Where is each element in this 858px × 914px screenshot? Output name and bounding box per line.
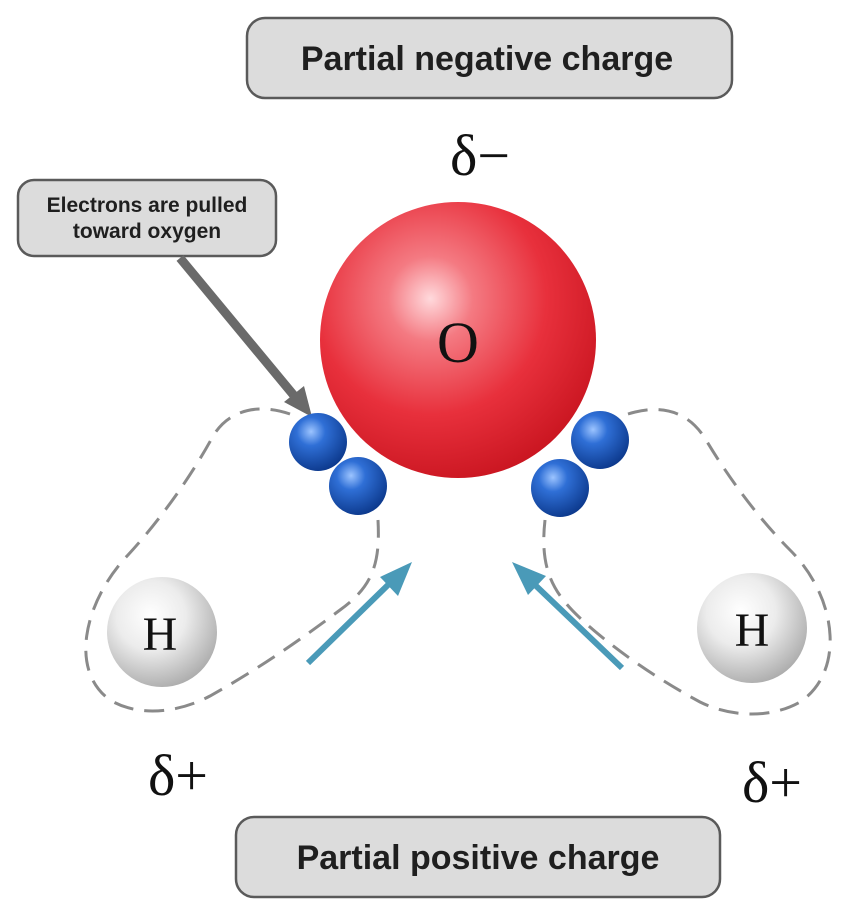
delta-plus-right-symbol: δ+ xyxy=(742,750,802,815)
callout-line-2: toward oxygen xyxy=(73,220,221,243)
callout-line-1: Electrons are pulled xyxy=(47,194,248,217)
electrons-pulled-callout: Electrons are pulled toward oxygen xyxy=(16,178,278,258)
delta-plus-left-symbol: δ+ xyxy=(148,743,208,808)
callout-pointer-arrow xyxy=(176,255,312,417)
left-hydrogen-atom: H xyxy=(107,577,217,687)
electron xyxy=(531,459,589,517)
partial-positive-charge-box: Partial positive charge xyxy=(234,815,722,899)
oxygen-atom: O xyxy=(320,202,596,478)
hydrogen-symbol-left: H xyxy=(143,608,178,661)
right-hydrogen-atom: H xyxy=(697,573,807,683)
left-bond-outline xyxy=(84,407,380,713)
hydrogen-symbol-right: H xyxy=(735,604,770,657)
partial-negative-charge-label: Partial negative charge xyxy=(301,40,673,78)
partial-negative-charge-box: Partial negative charge xyxy=(245,16,734,100)
electron xyxy=(289,413,347,471)
right-blue-arrow xyxy=(512,562,625,671)
partial-positive-charge-label: Partial positive charge xyxy=(297,839,660,877)
right-electron-pair xyxy=(531,411,629,517)
electron xyxy=(571,411,629,469)
delta-minus-symbol: δ− xyxy=(450,123,510,188)
oxygen-symbol: O xyxy=(437,310,479,375)
left-blue-arrow xyxy=(305,562,412,666)
right-bond-outline xyxy=(542,408,832,716)
electron xyxy=(329,457,387,515)
left-electron-pair xyxy=(289,413,387,515)
